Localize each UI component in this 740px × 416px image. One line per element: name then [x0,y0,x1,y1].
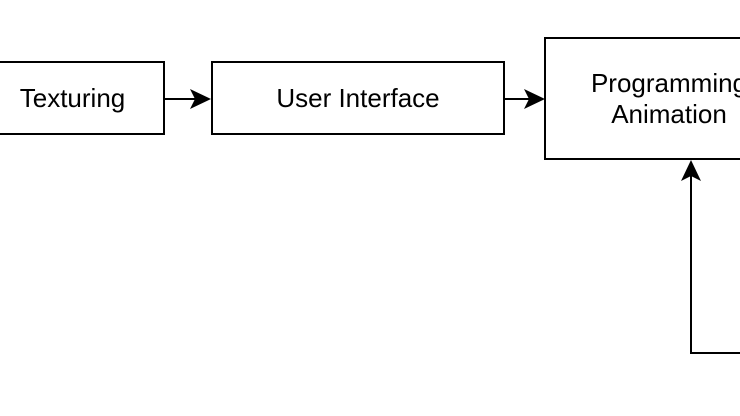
node-programming-animation: Programming Animation [544,37,740,160]
arrowhead-programming-bottom [681,160,701,181]
node-user-interface: User Interface [211,61,505,135]
edge-bottom-to-programming [690,172,740,354]
node-programming-label-line1: Programming [590,67,740,98]
node-programming-label-line2: Animation [611,98,727,129]
arrowhead-ui [190,89,211,109]
node-user-interface-label: User Interface [276,82,440,113]
node-texturing-label: Texturing [19,82,126,113]
arrowhead-programming [524,89,545,109]
node-texturing: Texturing [0,61,165,135]
